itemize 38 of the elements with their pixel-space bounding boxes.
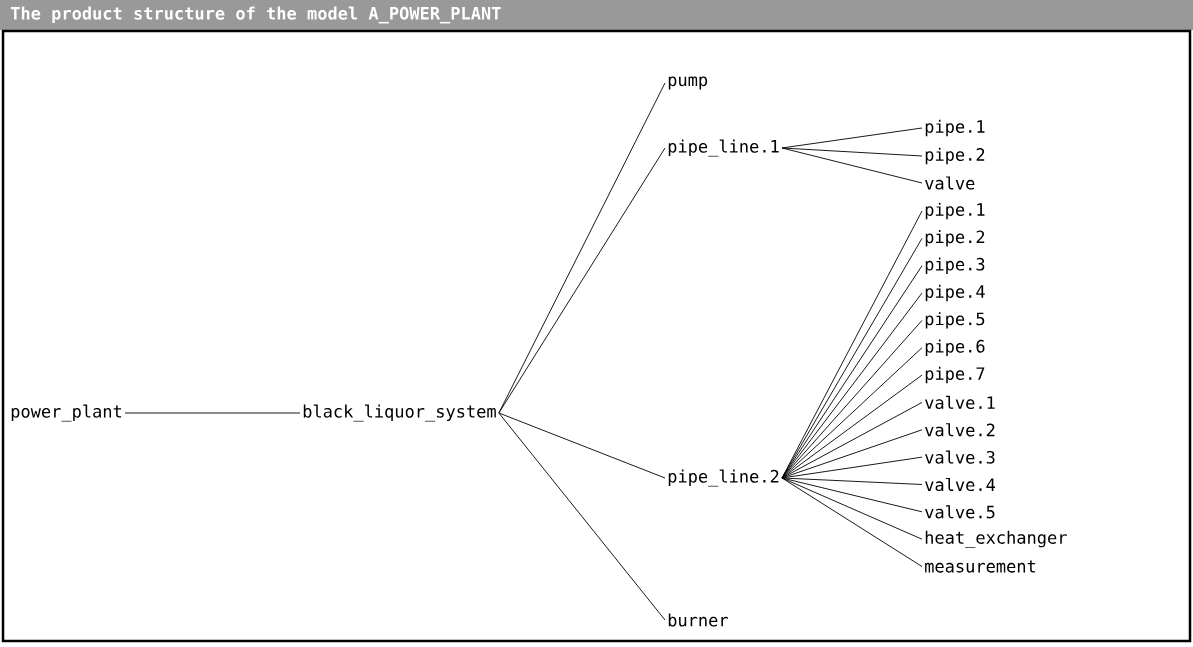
tree-label: valve.4 <box>925 477 996 492</box>
tree-branch <box>781 477 923 567</box>
tree-label: pipe.6 <box>925 339 985 356</box>
tree-label: black_liquor_system <box>303 404 496 422</box>
tree-label: pipe.7 <box>925 366 985 384</box>
tree-branch <box>498 147 666 414</box>
tree-label: heat_exchanger <box>925 530 1067 548</box>
tree-label: valve <box>925 176 975 190</box>
tree-label: burner <box>668 613 728 627</box>
tree-branch <box>781 477 923 540</box>
tree-branch <box>781 402 923 479</box>
tree-label: pipe.2 <box>925 147 985 165</box>
tree-branch <box>498 412 666 479</box>
tree-branch <box>498 82 666 414</box>
tree-branch <box>124 412 301 414</box>
tree-branch <box>498 412 666 621</box>
tree-label: valve.5 <box>925 505 995 519</box>
tree-label: valve.2 <box>925 423 995 437</box>
tree-label: pump <box>668 76 708 90</box>
tree-label: pipe.3 <box>925 257 985 274</box>
tree-label: pipe_line.2 <box>668 469 779 487</box>
tree-branch <box>781 147 923 157</box>
tree-label: pipe_line.1 <box>668 139 779 157</box>
tree-label: pipe.1 <box>925 202 985 220</box>
tree-label: pipe.4 <box>925 284 985 302</box>
tree-branch <box>781 374 923 479</box>
tree-label: valve.1 <box>925 395 995 410</box>
tree-label: power_plant <box>11 404 122 422</box>
tree-branch <box>781 429 923 479</box>
tree-branch <box>781 477 923 485</box>
tree-branch <box>781 147 923 184</box>
tree-label: valve.3 <box>925 450 995 464</box>
tree-label: pipe.1 <box>925 119 985 137</box>
tree-branch <box>781 477 923 513</box>
tree-label: pipe.2 <box>925 230 985 247</box>
tree-label: measurement <box>925 560 1036 573</box>
title: The product structure of the model A_POWER_PLANT <box>10 6 501 24</box>
tree-label: pipe.5 <box>925 312 985 329</box>
